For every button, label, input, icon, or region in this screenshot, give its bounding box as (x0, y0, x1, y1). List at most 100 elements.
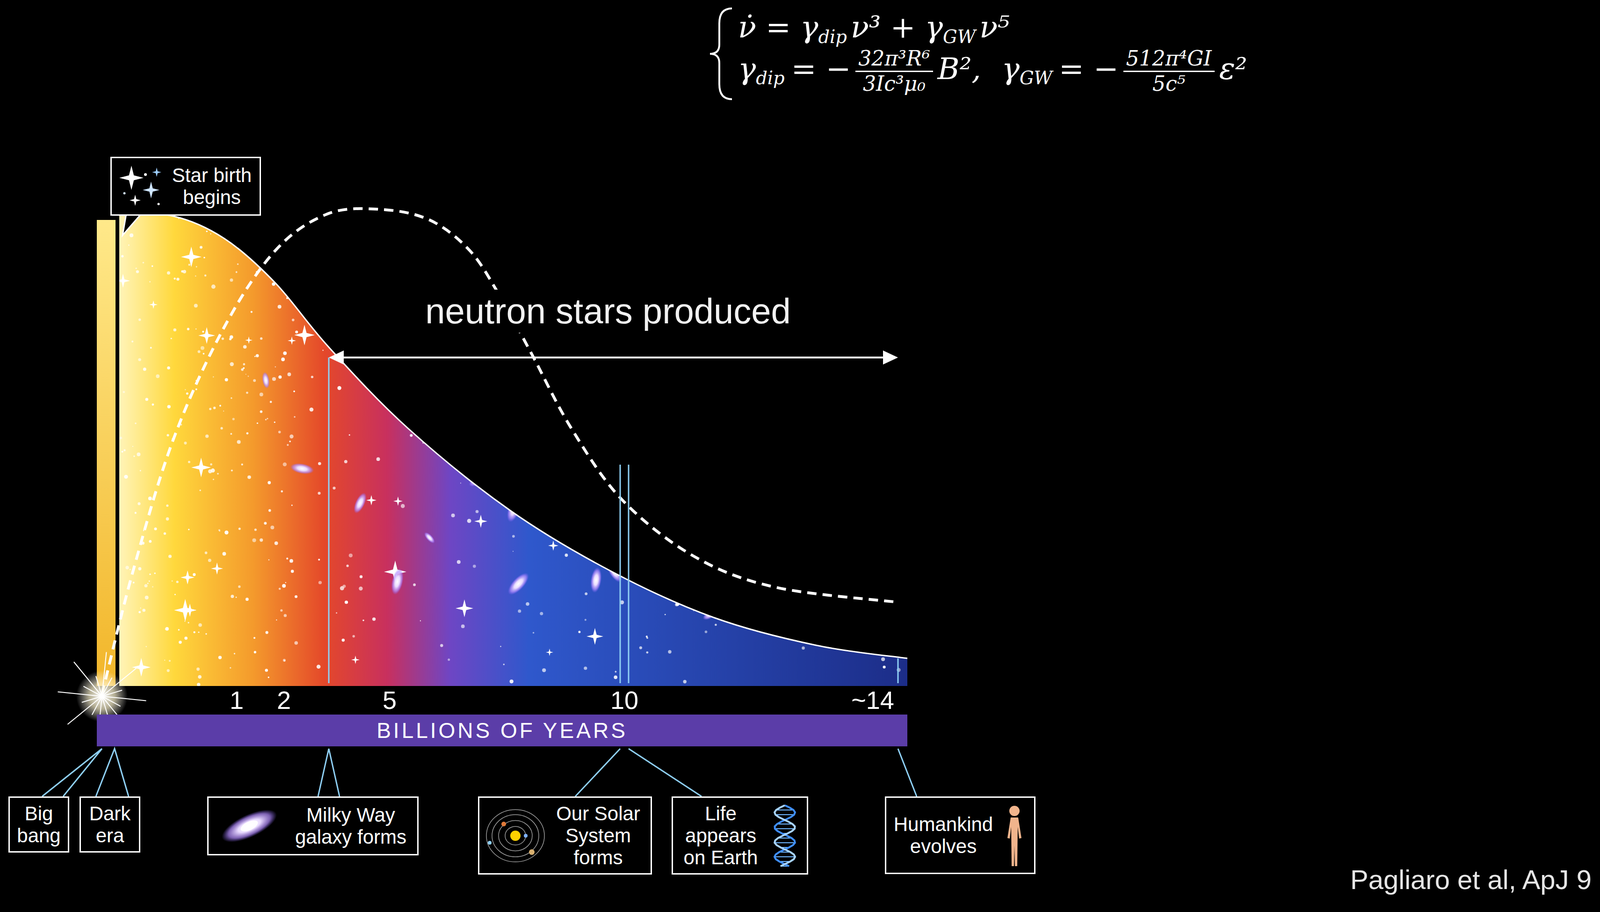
star-dot (229, 335, 234, 340)
star-dot (655, 571, 660, 575)
star-dot (123, 474, 128, 479)
leader-line (575, 748, 621, 797)
fraction-denominator: 3Ic³μ₀ (855, 70, 933, 96)
star-dot (197, 674, 202, 679)
star-dot (144, 583, 148, 587)
star-dot (290, 569, 295, 573)
leader-line (42, 748, 102, 797)
star-dot (211, 284, 216, 289)
star-dot (275, 366, 277, 368)
sparkle (131, 657, 151, 677)
star-dot (645, 463, 649, 467)
sparkle (149, 300, 158, 309)
sparkle (351, 655, 360, 664)
star-dot (166, 504, 169, 507)
sparkle (734, 613, 746, 624)
event-text: Life appears on Earth (678, 802, 763, 869)
star-dot (280, 490, 283, 493)
star-dot (188, 263, 191, 266)
star-dot (702, 581, 707, 586)
star-dot (274, 421, 276, 423)
star-dot (372, 616, 376, 621)
star-dot (738, 420, 742, 424)
star-dot (768, 434, 770, 436)
star-dot (195, 328, 197, 330)
star-dot (268, 508, 272, 512)
star-dot (554, 225, 557, 228)
star-dot (240, 368, 244, 371)
star-dot (317, 491, 321, 495)
star-dot (346, 564, 349, 567)
star-dot (148, 580, 151, 582)
star-dot (587, 410, 591, 413)
axis-tick: 1 (229, 686, 244, 714)
star-dot (229, 278, 233, 282)
star-dot (178, 628, 181, 631)
star-dot (615, 670, 617, 673)
star-dot (451, 414, 454, 417)
star-dot (151, 265, 154, 268)
star-dot (639, 645, 643, 649)
star-dot (150, 346, 153, 349)
dna-rung (776, 809, 794, 811)
sparkle (142, 181, 160, 199)
star-dot (467, 518, 472, 523)
star-dot (208, 558, 212, 562)
star-dot (643, 238, 645, 240)
star-dot (509, 679, 514, 683)
star-dot (583, 666, 587, 670)
star-dot (456, 559, 461, 564)
star-dot (173, 277, 176, 280)
axis-title: BILLIONS OF YEARS (376, 717, 628, 743)
star-dot (714, 623, 717, 626)
star-dot (832, 500, 834, 502)
star-dot (253, 650, 257, 653)
star-dot (569, 540, 572, 542)
sparkle (393, 496, 403, 506)
sparkle (152, 167, 162, 177)
equation-line: γdip= −32π³R⁶3Ic³μ₀B²,γGW= −512π⁴GI5c⁵ε² (738, 46, 1248, 96)
star-dot (720, 353, 722, 355)
star-dot (765, 475, 769, 480)
axis-tick: 5 (382, 686, 397, 714)
leader-line (619, 464, 622, 683)
star-dot (348, 553, 353, 558)
decoration (157, 202, 160, 206)
planet (487, 840, 492, 845)
star-dot (448, 414, 452, 419)
star-dot (637, 343, 641, 347)
star-dot (245, 373, 247, 375)
star-dot (344, 600, 348, 604)
star-dot (583, 480, 587, 485)
star-dot (611, 398, 615, 401)
star-dot (517, 609, 522, 613)
leader-line (95, 748, 129, 797)
sun (510, 830, 521, 841)
fraction-denominator: 5c⁵ (1123, 70, 1215, 96)
star-dot (255, 224, 257, 226)
arrow-head (328, 350, 344, 365)
star-dot (564, 505, 569, 509)
callout-pointer (122, 213, 142, 236)
star-dot (147, 582, 149, 584)
star-dot (212, 376, 214, 377)
star-dot (525, 601, 530, 606)
sparkle (119, 165, 144, 190)
star-dot (745, 590, 748, 593)
star-dot (155, 374, 160, 378)
star-dot (193, 630, 196, 633)
star-dot (235, 596, 238, 598)
equation-brace (709, 8, 732, 100)
star-dot (876, 271, 879, 275)
star-dot (143, 529, 145, 531)
orbit (486, 809, 545, 862)
event-box: Our Solar System forms (477, 796, 652, 875)
star-dot (219, 404, 222, 407)
star-dot (265, 418, 267, 420)
star-dot (601, 401, 606, 406)
star-dot (538, 521, 541, 523)
star-dot (730, 412, 732, 414)
sparkle (666, 255, 676, 265)
star-dot (143, 367, 147, 371)
